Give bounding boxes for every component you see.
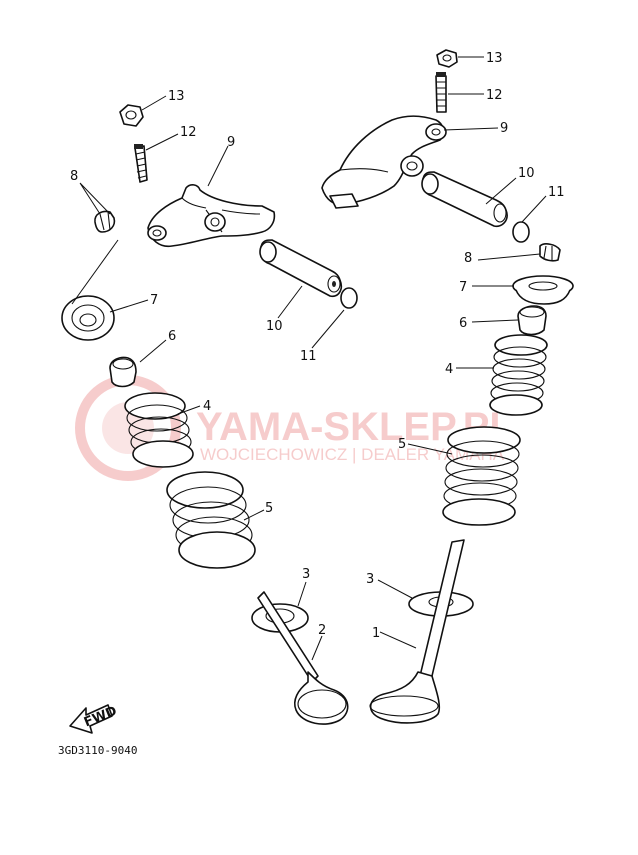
callout-12-right: 12	[486, 88, 503, 103]
callout-8-right: 8	[464, 251, 472, 266]
callout-6-left: 6	[168, 329, 176, 344]
exhaust-valve-2	[257, 591, 349, 725]
callout-11-left: 11	[300, 349, 317, 364]
callout-10-right: 10	[518, 166, 535, 181]
callout-8-left: 8	[70, 169, 78, 184]
callout-1: 1	[372, 626, 380, 641]
rocker-shaft-10-right	[421, 171, 508, 228]
leader-lines	[71, 56, 547, 661]
cotters-8-left	[94, 210, 116, 233]
intake-valve-1	[369, 539, 465, 724]
callout-5-right: 5	[398, 437, 406, 452]
callout-4-right: 4	[445, 362, 453, 377]
inner-valve-spring-4-left	[124, 392, 194, 468]
callout-10-left: 10	[266, 319, 283, 334]
nut-13-left	[119, 104, 144, 127]
cotters-8-right	[539, 243, 561, 262]
adjusting-screw-12-right	[435, 72, 447, 113]
callout-3-right: 3	[366, 572, 374, 587]
valve-stem-seal-6-left	[109, 356, 137, 388]
nut-13-right	[436, 49, 458, 68]
o-ring-11-right	[512, 221, 530, 243]
o-ring-11-left	[340, 287, 358, 309]
valve-stem-seal-6-right	[517, 305, 547, 336]
callout-2: 2	[318, 623, 326, 638]
callout-4-left: 4	[203, 399, 211, 414]
callout-7-right: 7	[459, 280, 467, 295]
adjusting-screw-12-left	[134, 144, 148, 183]
callout-7-left: 7	[150, 293, 158, 308]
callout-3-left: 3	[302, 567, 310, 582]
callout-5-left: 5	[265, 501, 273, 516]
forward-arrow-icon: FWD	[69, 704, 119, 734]
outer-valve-spring-5-left	[166, 471, 256, 569]
diagram-code: 3GD3110-9040	[58, 744, 137, 757]
inner-valve-spring-4-right	[489, 334, 548, 416]
callout-13-left: 13	[168, 89, 185, 104]
outer-valve-spring-5-right	[442, 426, 521, 526]
callout-12-left: 12	[180, 125, 197, 140]
callout-13-right: 13	[486, 51, 503, 66]
callout-11-right: 11	[548, 185, 565, 200]
callout-6-right: 6	[459, 316, 467, 331]
valve-retainer-7-right	[512, 275, 574, 305]
callouts: 13 12 9 8 7 10 11 6 4 5 3 2 13 12 9 10 1…	[70, 51, 565, 641]
rocker-shaft-10-left	[259, 239, 343, 298]
rocker-arm-9-right	[321, 115, 447, 209]
watermark-tagline: WOJCIECHOWICZ | DEALER YAMAHA	[200, 445, 505, 464]
callout-9-left: 9	[227, 135, 235, 150]
rocker-arm-9-left	[147, 184, 276, 248]
callout-9-right: 9	[500, 121, 508, 136]
valve-retainer-7-left	[61, 295, 115, 341]
